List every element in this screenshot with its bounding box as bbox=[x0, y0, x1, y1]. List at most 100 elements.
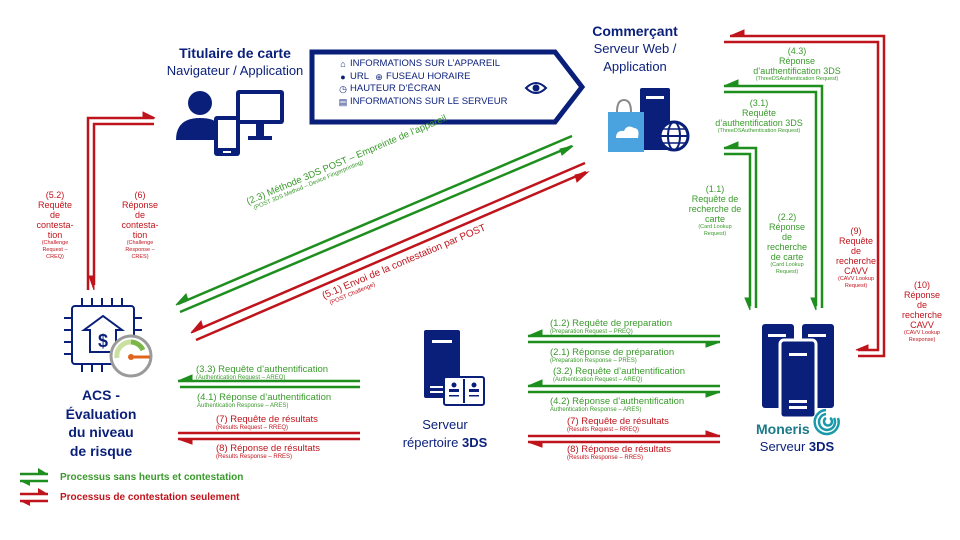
flow-3-1-num: (3.1) bbox=[749, 98, 769, 108]
moneris-logo-icon bbox=[813, 408, 840, 436]
flow-2-2-sub1: (Card Lookup bbox=[770, 262, 804, 268]
flow-6-sub1: (Challenge bbox=[126, 240, 154, 246]
flow-4-1-main: (4.1) Réponse d’authentification bbox=[197, 392, 332, 403]
flow-9-line2: de bbox=[850, 246, 861, 256]
flow-8-right-label: (8) Réponse de résultats (Results Respon… bbox=[567, 444, 671, 462]
arrow-8-right-head bbox=[527, 441, 543, 448]
cardholder-label: Titulaire de carte Navigateur / Applicat… bbox=[150, 44, 320, 79]
arrow-4-3-auth-response bbox=[724, 84, 824, 308]
arrow-2-3-head bbox=[175, 293, 189, 306]
flow-1-2-main: (1.2) Requête de preparation bbox=[550, 318, 672, 329]
directory-server-icon bbox=[424, 330, 485, 406]
flow-3-1-line1: Requête bbox=[741, 108, 777, 118]
cardholder-subtitle: Navigateur / Application bbox=[166, 63, 304, 78]
arrow-10-cavv-response bbox=[730, 34, 886, 358]
acs-line-2: Évaluation bbox=[65, 405, 137, 422]
flow-9-label: (9) Requête de recherche CAVV (CAVV Look… bbox=[828, 226, 884, 290]
flow-9-sub1: (CAVV Lookup bbox=[838, 276, 874, 282]
flow-5-2-sub2: Request – bbox=[42, 247, 68, 253]
arrow-5-2-head bbox=[88, 275, 95, 291]
arrow-4-2-head bbox=[705, 391, 721, 398]
flow-4-2-main: (4.2) Réponse d’authentification bbox=[550, 396, 685, 407]
flow-5-2-label: (5.2) Requête de contesta- tion (Challen… bbox=[30, 190, 80, 261]
flow-9-line3: recherche bbox=[835, 256, 877, 266]
home-icon: ⌂ bbox=[340, 59, 346, 69]
flow-5-2-line4: tion bbox=[47, 230, 63, 240]
merchant-subtitle-1: Serveur Web / bbox=[593, 41, 677, 56]
legend-challenge-label: Processus de contestation seulement bbox=[60, 492, 240, 503]
flow-3-3-main: (3.3) Requête d’authentification bbox=[196, 364, 329, 375]
arrow-2-2-head bbox=[723, 141, 739, 149]
flow-6-line1: Réponse bbox=[121, 200, 159, 210]
flow-3-3-sub: (Authentication Request – AREQ) bbox=[196, 375, 286, 381]
arrow-9-head bbox=[855, 344, 869, 351]
merchant-title: Commerçant bbox=[592, 23, 678, 39]
flow-4-2-sub: Authentication Response – ARES) bbox=[550, 407, 642, 413]
arrow-1-1-lookup-request bbox=[724, 152, 752, 306]
info-url-text: URL bbox=[350, 70, 370, 82]
flow-8-right-main: (8) Réponse de résultats bbox=[567, 444, 672, 455]
moneris-brand: Moneris bbox=[756, 421, 810, 437]
flow-5-2-line2: de bbox=[49, 210, 60, 220]
arrow-3-1-auth-request bbox=[724, 90, 818, 306]
flow-7-left-main: (7) Requête de résultats bbox=[216, 414, 318, 425]
server-info-icon: ▤ bbox=[338, 96, 348, 107]
flow-3-3-label: (3.3) Requête d’authentification (Authen… bbox=[196, 364, 328, 382]
arrow-5-1-head bbox=[190, 319, 204, 334]
flow-2-2-num: (2.2) bbox=[777, 212, 797, 222]
flow-2-2-line4: de carte bbox=[770, 252, 804, 262]
arrow-5-1-challenge-post-upper bbox=[191, 161, 586, 334]
info-row-server: ▤ INFORMATIONS SUR LE SERVEUR bbox=[338, 96, 558, 109]
arrow-5-1-head-right bbox=[574, 171, 590, 183]
flow-1-2-sub: (Preparation Request – PREQ) bbox=[550, 329, 633, 335]
flow-10-sub2: Response) bbox=[908, 337, 936, 343]
arrow-2-3-head-right bbox=[559, 145, 574, 156]
flow-5-2-sub3: CREQ) bbox=[46, 254, 64, 260]
flow-2-1-main: (2.1) Réponse de préparation bbox=[550, 347, 675, 358]
arrow-2-3-method-post-upper bbox=[177, 134, 573, 306]
flow-1-1-sub1: (Card Lookup bbox=[698, 224, 732, 230]
flow-1-2-label: (1.2) Requête de preparation (Preparatio… bbox=[550, 318, 672, 336]
flow-2-1-sub: (Preparation Response – PRES) bbox=[550, 358, 637, 364]
info-device-text: INFORMATIONS SUR L’APPAREIL bbox=[350, 58, 501, 69]
svg-text:$: $ bbox=[98, 331, 108, 351]
legend-item-frictionless: Processus sans heurts et contestation bbox=[60, 472, 243, 483]
flow-2-2-line1: Réponse bbox=[768, 222, 806, 232]
risk-gauge-icon bbox=[109, 334, 153, 378]
flow-8-left-main: (8) Réponse de résultats bbox=[216, 443, 321, 454]
arrow-2-3-method-post-lower bbox=[179, 144, 573, 314]
threeds-server-prefix: Serveur bbox=[759, 439, 809, 454]
flow-6-line4: tion bbox=[132, 230, 148, 240]
flow-6-sub3: CRES) bbox=[131, 254, 149, 260]
web-store-server-icon bbox=[608, 88, 690, 152]
cardholder-title: Titulaire de carte bbox=[179, 45, 291, 61]
flow-2-2-label: (2.2) Réponse de recherche de carte (Car… bbox=[760, 212, 814, 276]
flow-9-line1: Requête bbox=[838, 236, 874, 246]
flow-4-3-num: (4.3) bbox=[787, 46, 807, 56]
arrow-2-1-head bbox=[705, 341, 721, 348]
flow-8-right-sub: (Results Response – RRES) bbox=[567, 455, 644, 461]
flow-1-1-num: (1.1) bbox=[705, 184, 725, 194]
threeds-server-bold: 3DS bbox=[808, 439, 835, 454]
flow-5-2-line1: Requête bbox=[37, 200, 73, 210]
info-row-device: ⌂ INFORMATIONS SUR L’APPAREIL bbox=[338, 58, 558, 71]
flow-3-1-sub: (ThreeDSAuthentication Request) bbox=[717, 128, 801, 134]
flow-8-left-label: (8) Réponse de résultats (Results Respon… bbox=[216, 443, 320, 461]
arrow-1-2-head bbox=[527, 329, 543, 337]
flow-9-sub2: Request) bbox=[844, 283, 868, 289]
flow-1-1-line2: recherche de bbox=[688, 204, 742, 214]
flow-1-1-line1: Requête de bbox=[691, 194, 739, 204]
flow-10-line3: recherche bbox=[901, 310, 943, 320]
legend-frictionless-label: Processus sans heurts et contestation bbox=[60, 472, 244, 483]
flow-1-1-label: (1.1) Requête de recherche de carte (Car… bbox=[682, 184, 748, 238]
info-row-url: ● URL ⊕ FUSEAU HORAIRE bbox=[338, 71, 558, 84]
flow-3-2-label: (3.2) Requête d’authentification (Authen… bbox=[553, 366, 685, 384]
acs-line-3: du niveau bbox=[68, 424, 134, 440]
arrow-8-left-head bbox=[177, 438, 193, 445]
flow-7-left-label: (7) Requête de résultats (Results Reques… bbox=[216, 414, 318, 432]
flow-4-3-line2: d’authentification 3DS bbox=[753, 66, 841, 76]
flow-5-2-num: (5.2) bbox=[45, 190, 65, 200]
flow-7-right-main: (7) Requête de résultats bbox=[567, 416, 669, 427]
directory-label: Serveur répertoire 3DS bbox=[380, 416, 510, 452]
